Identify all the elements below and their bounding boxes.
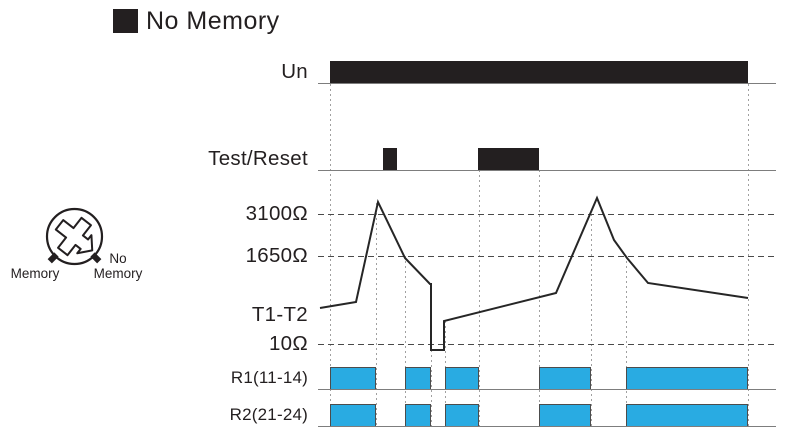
threshold-line [318,213,776,215]
signal-bar-r1 [405,367,431,389]
signal-bar-r2 [539,404,591,426]
row-label-un: Un [281,59,308,83]
selector-arrow-cross-icon [54,216,94,257]
signal-bar-r1 [626,367,748,389]
row-label-r2: R2(21-24) [229,404,308,424]
analog-signal-label: T1-T2 [251,303,308,326]
event-dotted-line [591,214,592,426]
mode-legend-label: No Memory [146,7,280,35]
signal-baseline-un [318,82,776,84]
signal-bar-r2 [405,404,431,426]
memory-position-label: Memory [10,266,60,281]
signal-bar-r1 [445,367,479,389]
threshold-label: 10Ω [268,331,308,355]
signal-baseline-r1 [318,388,776,390]
rotary-switch-body [45,207,104,266]
signal-bar-r2 [445,404,479,426]
signal-bar-test-reset [383,147,397,170]
event-dotted-line [330,84,331,426]
threshold-line [318,255,776,257]
event-dotted-line [431,285,432,426]
signal-bar-un [330,60,748,83]
signal-bar-test-reset [478,147,539,170]
event-dotted-line [405,256,406,426]
signal-bar-r2 [626,404,748,426]
row-label-test-reset: Test/Reset [208,146,308,170]
t1-t2-curve-path [319,195,749,351]
threshold-label: 3100Ω [245,201,308,225]
event-dotted-line [479,170,480,426]
memory-position-tick [47,252,59,264]
signal-bar-r1 [539,367,591,389]
event-dotted-line [748,84,749,426]
no-memory-position-label-line1: No [109,251,127,266]
no-memory-position-label-line2: Memory [93,265,143,281]
signal-baseline-r2 [318,425,776,427]
event-dotted-line [376,203,377,426]
threshold-line [318,343,776,345]
signal-baseline-test-reset [318,169,776,171]
rotary-switch-icon [45,207,104,266]
threshold-label: 1650Ω [245,243,308,267]
signal-bar-r1 [330,367,376,389]
event-dotted-line [626,256,627,426]
row-label-r1: R1(11-14) [230,367,308,387]
no-memory-position-tick [90,252,102,264]
no-memory-position-label: No Memory [84,251,152,281]
signal-bar-r2 [330,404,376,426]
mode-legend-square-icon [113,9,138,33]
